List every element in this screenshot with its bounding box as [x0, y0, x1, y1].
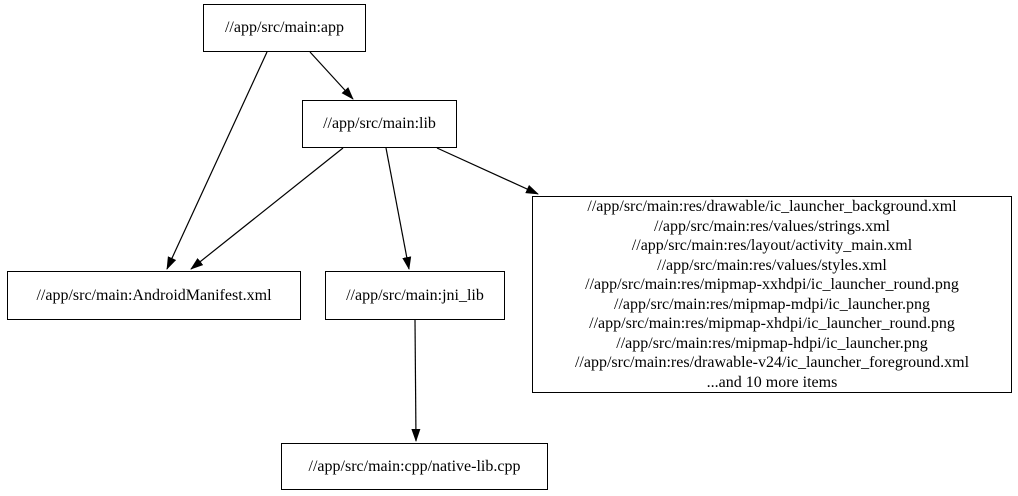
graph-node-android_manifest: //app/src/main:AndroidManifest.xml: [7, 271, 301, 320]
graph-node-lib: //app/src/main:lib: [302, 100, 457, 148]
node-label-line: //app/src/main:res/drawable/ic_launcher_…: [587, 198, 957, 215]
node-label-line: //app/src/main:res/mipmap-xhdpi/ic_launc…: [589, 315, 955, 332]
node-label-line: //app/src/main:cpp/native-lib.cpp: [308, 457, 521, 475]
node-label-line: //app/src/main:lib: [323, 115, 436, 133]
graph-node-res_group: //app/src/main:res/drawable/ic_launcher_…: [532, 196, 1012, 393]
graph-edge-app-to-lib: [309, 51, 354, 100]
graph-edge-lib-to-jni_lib: [385, 147, 412, 270]
graph-edge-app-to-android_manifest: [166, 51, 268, 270]
node-label-line: //app/src/main:res/drawable-v24/ic_launc…: [574, 354, 970, 371]
graph-node-jni_lib: //app/src/main:jni_lib: [325, 271, 505, 320]
node-label-line: //app/src/main:res/mipmap-mdpi/ic_launch…: [614, 295, 930, 313]
graph-node-native_lib: //app/src/main:cpp/native-lib.cpp: [281, 443, 548, 490]
graph-node-app: //app/src/main:app: [203, 4, 366, 52]
node-label-line: //app/src/main:AndroidManifest.xml: [36, 286, 272, 304]
node-label-line: ...and 10 more items: [706, 373, 838, 391]
node-label-line: //app/src/main:res/values/styles.xml: [657, 256, 887, 274]
node-label-line: //app/src/main:res/mipmap-xxhdpi/ic_laun…: [585, 276, 959, 293]
graph-edge-lib-to-res_group: [436, 147, 539, 195]
node-label-line: //app/src/main:jni_lib: [346, 286, 484, 304]
graph-edge-jni_lib-to-native_lib: [411, 319, 421, 442]
graph-edge-lib-to-android_manifest: [190, 147, 344, 270]
node-label-line: //app/src/main:res/mipmap-hdpi/ic_launch…: [616, 334, 928, 352]
node-label-line: //app/src/main:app: [224, 19, 345, 37]
node-label-line: //app/src/main:res/values/strings.xml: [654, 217, 890, 235]
node-label-line: //app/src/main:res/layout/activity_main.…: [631, 237, 913, 254]
